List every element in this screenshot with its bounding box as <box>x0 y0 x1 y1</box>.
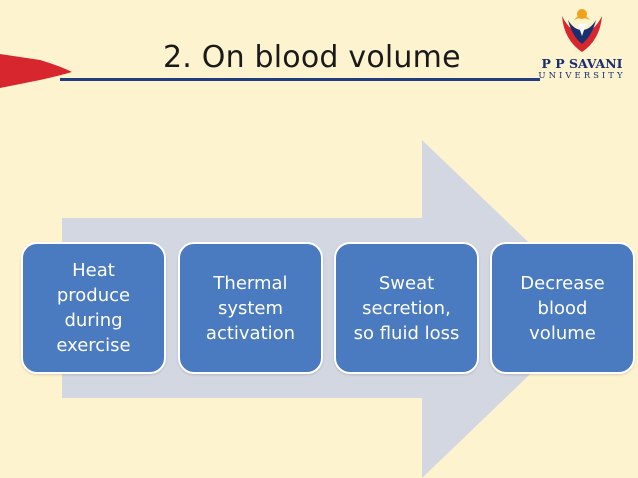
process-step-thermal: Thermal system activation <box>178 242 323 374</box>
process-step-label: Sweat secretion, so fluid loss <box>353 272 460 344</box>
university-logo: P P SAVANI UNIVERSITY <box>528 6 636 86</box>
process-step-label: Decrease blood volume <box>520 272 605 344</box>
red-swoosh-decoration <box>0 54 72 88</box>
logo-subtitle: UNIVERSITY <box>538 71 626 81</box>
logo-name: P P SAVANI <box>541 56 623 71</box>
slide-title: 2. On blood volume <box>163 40 461 75</box>
logo-emblem-icon <box>562 9 602 52</box>
process-step-blood-volume: Decrease blood volume <box>490 242 635 374</box>
title-underline <box>60 78 540 81</box>
process-step-sweat: Sweat secretion, so fluid loss <box>334 242 479 374</box>
process-step-heat: Heat produce during exercise <box>21 242 166 374</box>
process-step-label: Thermal system activation <box>205 272 296 344</box>
process-step-label: Heat produce during exercise <box>56 260 131 356</box>
